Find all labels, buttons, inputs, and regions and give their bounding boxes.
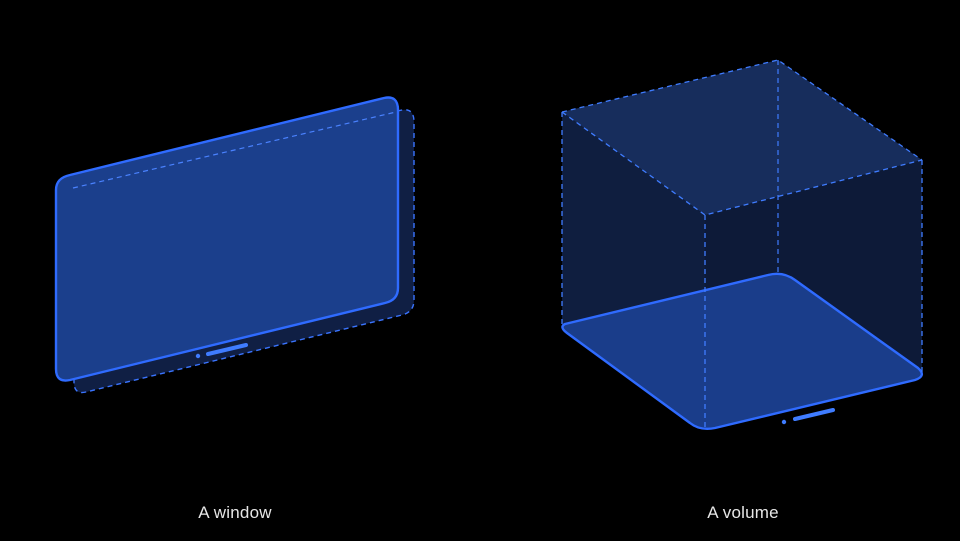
- window-illustration: [54, 96, 415, 394]
- volume-grab-bar: [793, 408, 835, 421]
- window-grab-bar: [206, 343, 248, 356]
- volume-illustration: [561, 59, 923, 431]
- window-dot-indicator: [195, 353, 201, 359]
- window-content-guide: [72, 111, 397, 189]
- volume-dashed-edges: [561, 59, 923, 428]
- volume-floor: [561, 272, 923, 431]
- volume-caption: A volume: [707, 503, 779, 522]
- window-pane: [54, 96, 400, 382]
- window-caption: A window: [198, 503, 272, 522]
- volume-dot-indicator: [781, 419, 787, 425]
